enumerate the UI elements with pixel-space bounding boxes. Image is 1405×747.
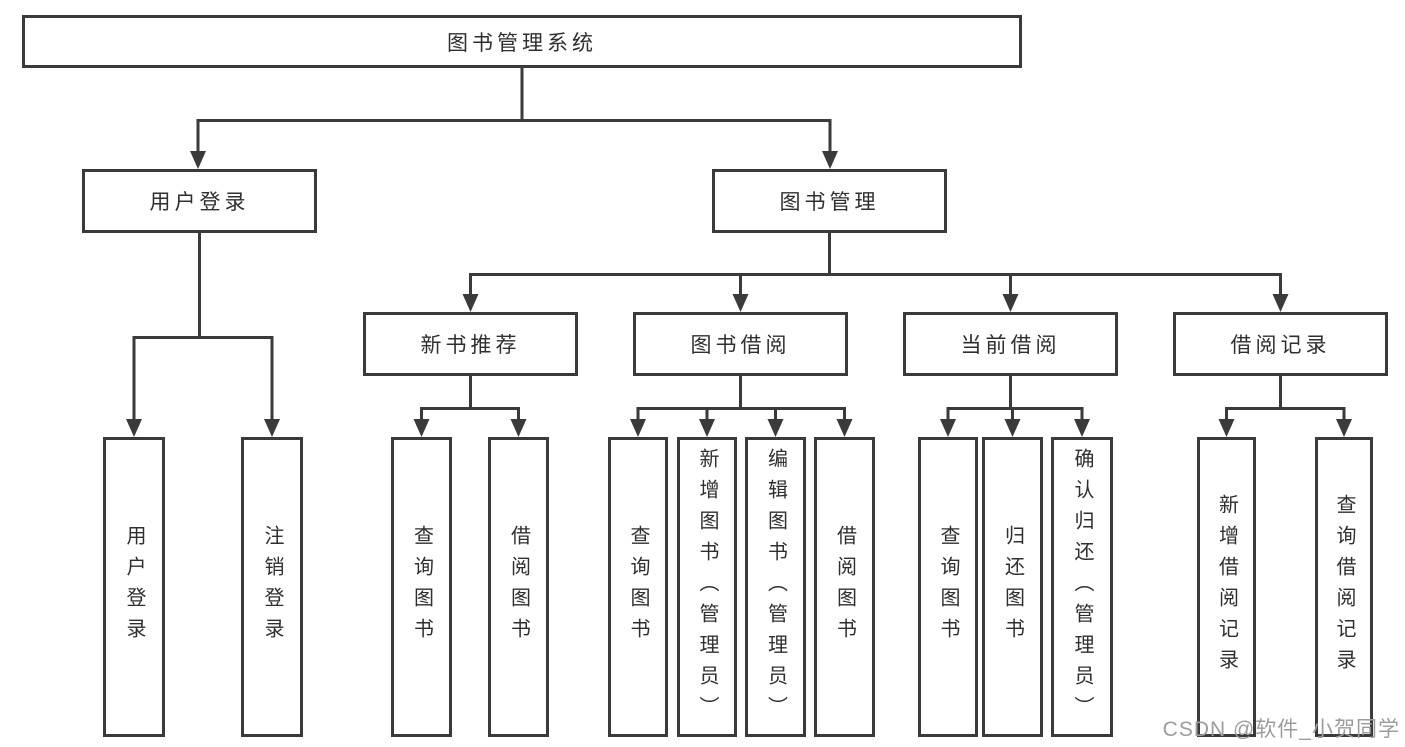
leaf-add-books-admin: 新增图书（管理员） bbox=[677, 437, 737, 737]
arrowhead bbox=[836, 419, 853, 437]
connector-lines bbox=[132, 232, 274, 421]
arrowhead bbox=[126, 419, 142, 437]
leaf-label: 查询图书 bbox=[937, 525, 959, 649]
connector-lines bbox=[1225, 375, 1346, 421]
leaf-borrow-books-borrowing: 借阅图书 bbox=[814, 437, 875, 737]
leaf-label: 确认归还（管理员） bbox=[1071, 447, 1093, 727]
leaf-logout: 注销登录 bbox=[241, 437, 303, 737]
node-book-management: 图书管理 bbox=[712, 169, 947, 233]
arrowhead bbox=[413, 419, 430, 437]
leaf-label: 归还图书 bbox=[1001, 525, 1024, 649]
connector-newbook-to-leaves bbox=[413, 375, 527, 437]
connector-lines bbox=[636, 375, 846, 421]
arrowhead bbox=[699, 419, 715, 437]
node-new-book-recommend: 新书推荐 bbox=[363, 312, 578, 376]
arrowhead bbox=[264, 419, 280, 437]
leaf-label: 编辑图书（管理员） bbox=[764, 447, 787, 727]
arrowhead bbox=[1074, 419, 1090, 437]
arrowhead bbox=[940, 419, 956, 437]
node-user-login: 用户登录 bbox=[82, 169, 317, 233]
leaf-label: 查询图书 bbox=[410, 525, 433, 649]
arrowhead bbox=[1002, 294, 1019, 312]
leaf-label: 查询图书 bbox=[627, 525, 649, 649]
arrowhead bbox=[1272, 294, 1289, 312]
leaf-return-books: 归还图书 bbox=[982, 437, 1043, 737]
leaf-user-login: 用户登录 bbox=[103, 437, 165, 737]
connector-bookmgmt-to-level3 bbox=[462, 232, 1289, 312]
connector-lines bbox=[196, 67, 832, 153]
connector-lines bbox=[946, 375, 1084, 421]
connector-records-to-leaves bbox=[1218, 375, 1352, 437]
arrowhead bbox=[462, 294, 479, 312]
connector-lines bbox=[469, 232, 1282, 296]
node-book-borrowing: 图书借阅 bbox=[633, 312, 848, 376]
arrowhead bbox=[1336, 419, 1352, 437]
connector-curborrow-to-leaves bbox=[940, 375, 1090, 437]
leaf-edit-books-admin: 编辑图书（管理员） bbox=[745, 437, 806, 737]
arrowhead bbox=[510, 419, 527, 437]
leaf-label: 借阅图书 bbox=[833, 525, 856, 649]
leaf-add-borrow-record: 新增借阅记录 bbox=[1197, 437, 1256, 737]
node-label: 当前借阅 bbox=[960, 334, 1061, 357]
node-borrowing-records: 借阅记录 bbox=[1173, 312, 1388, 376]
connector-root-to-level2 bbox=[190, 67, 838, 169]
leaf-confirm-return-admin: 确认归还（管理员） bbox=[1051, 437, 1113, 737]
leaf-label: 借阅图书 bbox=[507, 525, 530, 649]
node-label: 图书管理 bbox=[779, 191, 880, 214]
connector-bookborrow-to-leaves bbox=[630, 375, 853, 437]
arrowhead bbox=[822, 151, 838, 169]
node-current-borrowing: 当前借阅 bbox=[903, 312, 1118, 376]
leaf-query-books-newbook: 查询图书 bbox=[391, 437, 452, 737]
leaf-borrow-books-newbook: 借阅图书 bbox=[488, 437, 549, 737]
node-label: 新书推荐 bbox=[420, 334, 521, 357]
leaf-label: 查询借阅记录 bbox=[1333, 494, 1355, 680]
node-label: 借阅记录 bbox=[1230, 334, 1331, 357]
arrowhead bbox=[732, 294, 749, 312]
node-label: 用户登录 bbox=[149, 191, 250, 214]
arrowhead bbox=[1004, 419, 1021, 437]
node-label: 图书借阅 bbox=[690, 334, 791, 357]
connector-userlogin-to-leaves bbox=[126, 232, 280, 437]
leaf-query-books-borrowing: 查询图书 bbox=[608, 437, 668, 737]
arrowhead bbox=[630, 419, 646, 437]
csdn-watermark: CSDN @软件_小贺同学 bbox=[1162, 718, 1400, 741]
leaf-label: 新增图书（管理员） bbox=[696, 447, 718, 727]
leaf-label: 新增借阅记录 bbox=[1215, 494, 1238, 680]
leaf-label: 注销登录 bbox=[261, 525, 283, 649]
leaf-label: 用户登录 bbox=[123, 525, 145, 649]
connector-lines bbox=[420, 375, 520, 421]
arrowhead bbox=[190, 151, 206, 169]
node-label: 图书管理系统 bbox=[447, 31, 597, 55]
leaf-query-borrow-record: 查询借阅记录 bbox=[1315, 437, 1373, 737]
node-library-system: 图书管理系统 bbox=[22, 15, 1022, 68]
arrowhead bbox=[767, 419, 784, 437]
arrowhead bbox=[1218, 419, 1235, 437]
leaf-query-books-current: 查询图书 bbox=[918, 437, 978, 737]
